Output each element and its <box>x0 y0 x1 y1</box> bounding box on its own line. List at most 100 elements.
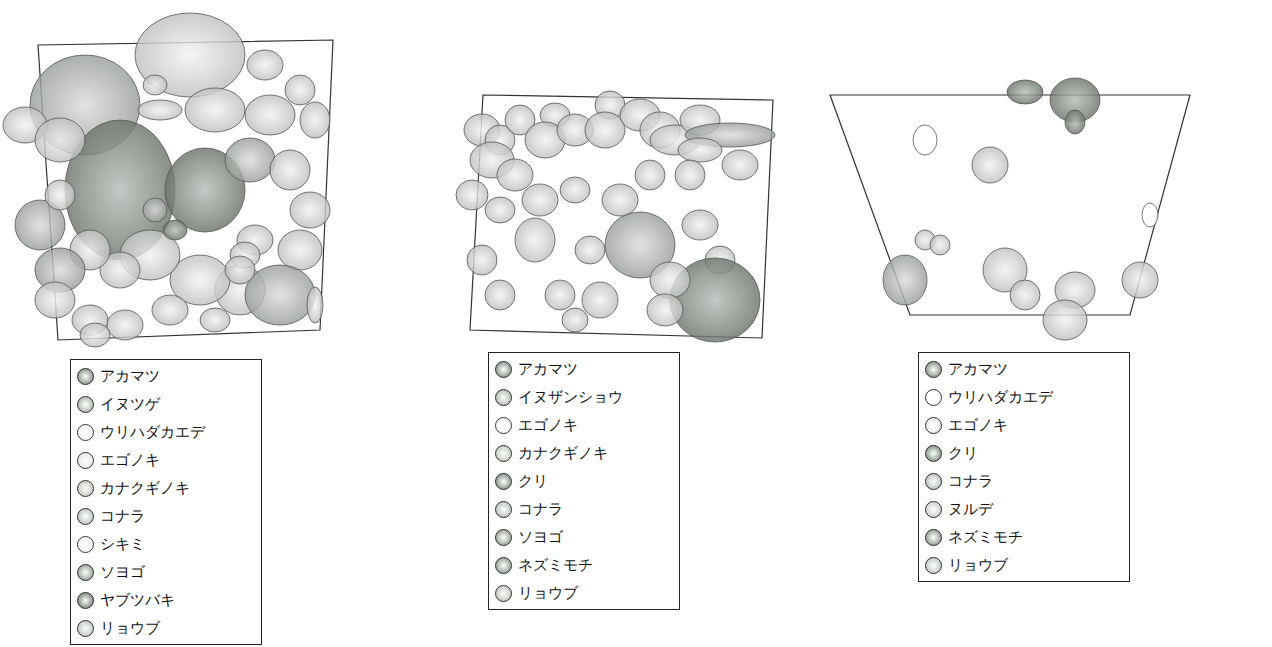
tree-crown <box>245 265 315 325</box>
legend-box: アカマツイヌツゲウリハダカエデエゴノキカナクギノキコナラシキミソヨゴヤブツバキリ… <box>70 359 262 645</box>
tree-crown <box>972 147 1008 183</box>
legend-swatch <box>925 557 942 574</box>
tree-crown <box>285 75 315 105</box>
legend-row: コナラ <box>495 495 671 523</box>
legend-swatch <box>925 529 942 546</box>
tree-crown <box>35 118 85 162</box>
tree-crown <box>485 197 515 223</box>
tree-crown <box>575 236 605 264</box>
tree-crown <box>1010 280 1040 310</box>
legend-row: コナラ <box>77 502 253 530</box>
legend-swatch <box>77 424 94 441</box>
legend-swatch <box>925 361 942 378</box>
tree-crown <box>200 308 230 332</box>
tree-crown <box>45 180 75 210</box>
tree-crown <box>307 287 323 323</box>
legend-swatch <box>925 445 942 462</box>
legend-label: クリ <box>518 472 548 491</box>
tree-crown <box>602 184 638 216</box>
tree-crown <box>290 192 330 228</box>
legend-row: エゴノキ <box>925 411 1121 439</box>
legend-label: ネズミモチ <box>518 556 593 575</box>
legend-row: ヌルデ <box>925 495 1121 523</box>
legend-label: イヌツゲ <box>100 395 160 414</box>
legend-swatch <box>495 501 512 518</box>
legend-label: ウリハダカエデ <box>100 423 205 442</box>
legend-row: リョウブ <box>925 551 1121 579</box>
legend-swatch <box>495 417 512 434</box>
tree-crown <box>485 280 515 310</box>
tree-crown <box>522 184 558 216</box>
tree-crown <box>582 282 618 318</box>
tree-crown <box>225 138 275 182</box>
legend-swatch <box>495 529 512 546</box>
tree-crown <box>678 138 722 162</box>
legend-row: イヌザンショウ <box>495 383 671 411</box>
legend-label: コナラ <box>518 500 563 519</box>
legend-label: リョウブ <box>948 556 1008 575</box>
legend-label: コナラ <box>100 507 145 526</box>
tree-crown <box>675 160 705 190</box>
tree-crown <box>80 323 110 347</box>
legend-label: ソヨゴ <box>100 563 145 582</box>
tree-crown <box>562 308 588 332</box>
tree-crown <box>143 75 167 95</box>
legend-swatch <box>77 480 94 497</box>
legend-swatch <box>77 396 94 413</box>
legend-row: クリ <box>925 439 1121 467</box>
tree-crown <box>107 310 143 340</box>
tree-crown <box>913 125 937 155</box>
legend-label: エゴノキ <box>518 416 578 435</box>
legend-swatch <box>925 389 942 406</box>
legend-label: カナクギノキ <box>518 444 608 463</box>
legend-swatch <box>77 368 94 385</box>
tree-crown <box>225 256 255 284</box>
legend-row: カナクギノキ <box>495 439 671 467</box>
legend-row: カナクギノキ <box>77 474 253 502</box>
tree-crown <box>35 282 75 318</box>
tree-crown <box>682 210 718 240</box>
tree-crown <box>722 150 758 180</box>
legend-swatch <box>495 361 512 378</box>
legend-label: エゴノキ <box>100 451 160 470</box>
legend-swatch <box>925 501 942 518</box>
legend-row: エゴノキ <box>77 446 253 474</box>
legend-swatch <box>77 592 94 609</box>
legend-swatch <box>925 473 942 490</box>
legend-label: クリ <box>948 444 978 463</box>
tree-crown <box>185 88 245 132</box>
tree-crown <box>930 235 950 255</box>
legend-row: ソヨゴ <box>495 523 671 551</box>
tree-crown <box>467 245 497 275</box>
legend-swatch <box>495 585 512 602</box>
tree-crown <box>545 280 575 310</box>
legend-row: エゴノキ <box>495 411 671 439</box>
tree-crown <box>635 160 665 190</box>
legend-row: アカマツ <box>77 362 253 390</box>
legend-swatch <box>77 452 94 469</box>
tree-crown <box>143 198 167 222</box>
tree-crown <box>300 102 330 138</box>
legend-row: ウリハダカエデ <box>77 418 253 446</box>
tree-crown <box>135 13 245 97</box>
legend-row: シキミ <box>77 530 253 558</box>
legend-row: リョウブ <box>495 579 671 607</box>
legend-row: ウリハダカエデ <box>925 383 1121 411</box>
legend-box: アカマツイヌザンショウエゴノキカナクギノキクリコナラソヨゴネズミモチリョウブ <box>488 352 680 610</box>
legend-label: ネズミモチ <box>948 528 1023 547</box>
tree-crown <box>152 295 188 325</box>
tree-crown <box>456 180 488 210</box>
legend-swatch <box>77 536 94 553</box>
legend-row: クリ <box>495 467 671 495</box>
legend-box: アカマツウリハダカエデエゴノキクリコナラヌルデネズミモチリョウブ <box>918 352 1130 582</box>
tree-crown <box>515 218 555 262</box>
legend-swatch <box>77 620 94 637</box>
tree-crown <box>883 255 927 305</box>
legend-swatch <box>77 508 94 525</box>
legend-label: ソヨゴ <box>518 528 563 547</box>
legend-label: アカマツ <box>948 360 1008 379</box>
legend-swatch <box>495 557 512 574</box>
legend-label: カナクギノキ <box>100 479 190 498</box>
legend-label: シキミ <box>100 535 145 554</box>
tree-crown <box>1122 262 1158 298</box>
